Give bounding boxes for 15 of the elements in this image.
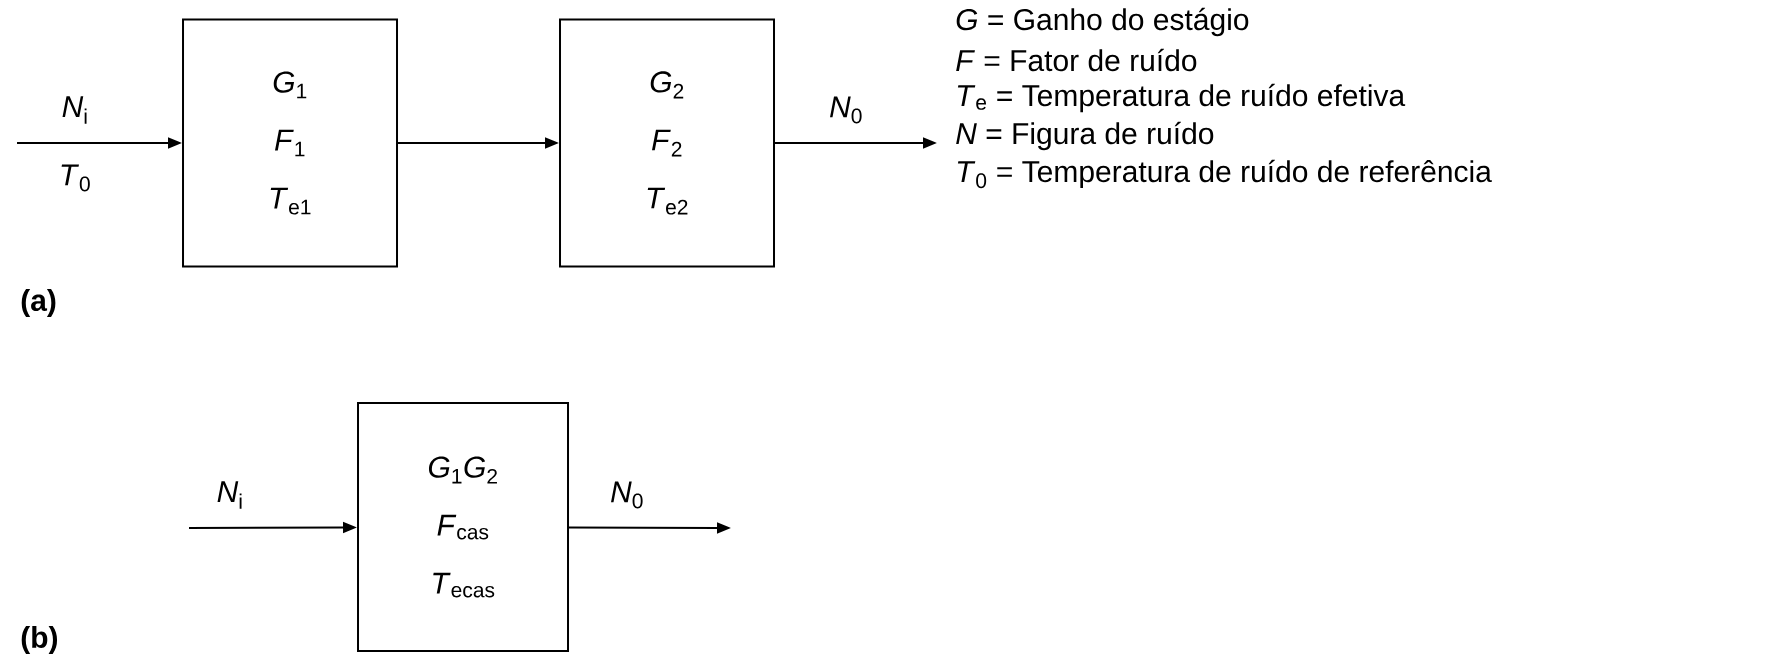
panel-label: (a): [21, 289, 56, 317]
definition-text: G = Ganho do estágio: [956, 7, 1249, 37]
definition-text: F = Fator de ruído: [956, 48, 1197, 72]
definition-text: N = Figura de ruído: [956, 121, 1214, 151]
signal-label: T$_{0}$: [61, 164, 90, 192]
block-box: G$_{1}$G$_{2}$ F$_{cas}$ T$_{ecas}$: [357, 402, 569, 652]
definition-text: T$_{0}$ = Temperatura de ruído de referência: [957, 159, 1492, 189]
block-box: G$_{2}$ F$_{2}$ T$_{e2}$: [559, 18, 775, 268]
signal-label: N$_{i}$: [217, 481, 242, 509]
panel-label: (b): [21, 626, 58, 654]
signal-label: N$_{0}$: [830, 96, 862, 124]
signal-label: N$_{i}$: [62, 96, 87, 124]
signal-label: N$_{0}$: [611, 481, 643, 509]
definition-text: T$_{e}$ = Temperatura de ruído efetiva: [957, 83, 1406, 113]
block-box: G$_{1}$ F$_{1}$ T$_{e1}$: [182, 18, 398, 268]
